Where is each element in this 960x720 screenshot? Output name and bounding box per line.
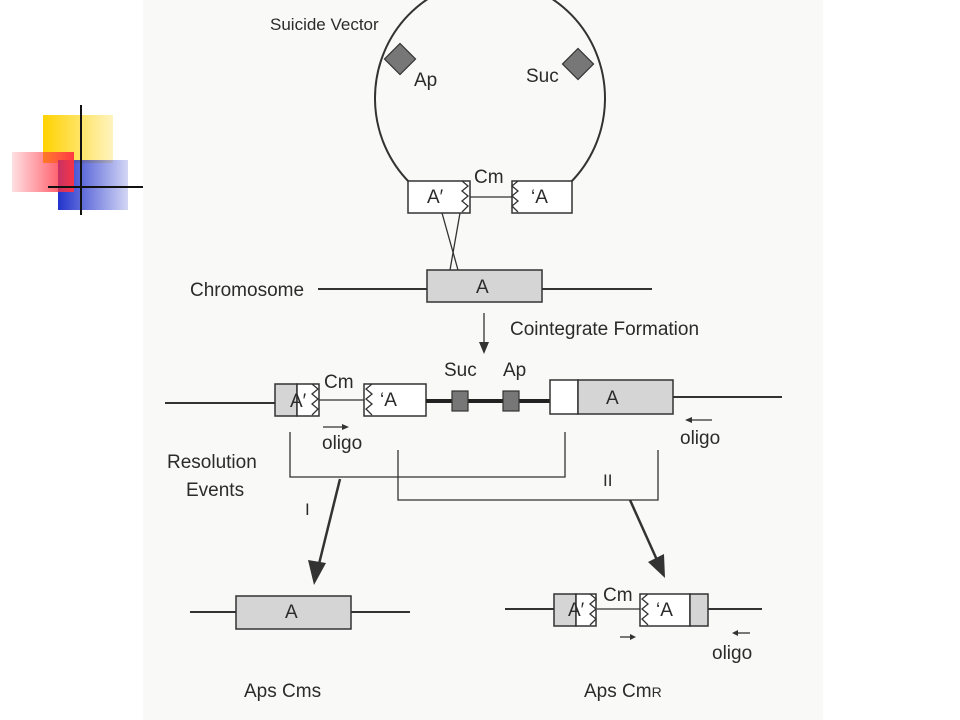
oligo-arrowhead-left-result (732, 630, 738, 636)
arrow-event-two (628, 499, 659, 561)
cointegrate-formation-label: Cointegrate Formation (510, 319, 699, 340)
ap-label-cointegrate: Ap (503, 360, 526, 381)
result-two-phenotype-sub: R (652, 684, 662, 700)
crossover-line-1 (441, 212, 459, 271)
prime-a-label-cointegrate: ‘A (380, 390, 397, 411)
zigzag-left-result (588, 593, 598, 626)
a-label-cointegrate: A (606, 388, 619, 409)
cm-label-result: Cm (603, 585, 633, 606)
suc-marker-cointegrate (451, 390, 469, 412)
a-prime-label-result: A′ (568, 600, 585, 621)
zigzag-left-cointegrate (310, 383, 320, 416)
arrowhead-event-one (308, 560, 326, 585)
deco-red-square (12, 152, 74, 192)
junction-box-cointegrate (549, 379, 579, 415)
a-prime-white-part-result (575, 593, 597, 627)
a-prime-label-plasmid: A′ (427, 187, 444, 208)
ap-label-plasmid: Ap (414, 70, 437, 91)
a-gene-chromosome (426, 269, 543, 303)
prime-a-label-result: ‘A (656, 600, 673, 621)
zigzag-left-plasmid (460, 180, 470, 213)
result-one-phenotype: Aps Cms (244, 681, 321, 702)
oligo-arrowhead-right (342, 424, 349, 430)
resolution-label: Resolution (167, 452, 257, 473)
cm-label-plasmid: Cm (474, 167, 504, 188)
zigzag-right-cointegrate (364, 383, 374, 416)
cm-label-cointegrate: Cm (324, 372, 354, 393)
result-two-phenotype-main: Aps Cm (584, 681, 652, 702)
zigzag-right-result (640, 593, 650, 626)
a-tail-result (689, 593, 709, 627)
prime-a-box-result (639, 593, 691, 627)
ap-marker-plasmid (383, 42, 417, 76)
oligo-label-right: oligo (680, 428, 720, 449)
event-one-label: I (305, 500, 310, 519)
chromosome-label: Chromosome (190, 280, 304, 301)
prime-a-label-plasmid: ‘A (531, 187, 548, 208)
oligo-label-result: oligo (712, 643, 752, 664)
bracket-event-one (289, 432, 566, 478)
suicide-vector-label: Suicide Vector (270, 15, 379, 34)
oligo-arrowhead-right-result (630, 634, 636, 640)
plasmid-circle (374, 0, 606, 184)
a-gene-cointegrate (577, 379, 674, 415)
cointegrate-arrowhead (479, 342, 489, 354)
result-two-phenotype: Aps CmR (584, 681, 662, 702)
arrowhead-event-two (648, 554, 665, 578)
oligo-label-left: oligo (322, 433, 362, 454)
a-prime-label-cointegrate: A′ (290, 391, 307, 412)
event-two-label: II (603, 471, 612, 490)
bracket-event-two (397, 450, 659, 501)
crossover-line-2 (449, 212, 461, 271)
ap-marker-cointegrate (502, 390, 520, 412)
suc-label-plasmid: Suc (526, 66, 559, 87)
a-prime-box-plasmid (407, 180, 471, 214)
suc-marker-plasmid (561, 47, 595, 81)
prime-a-box-plasmid (511, 180, 573, 214)
suc-label-cointegrate: Suc (444, 360, 477, 381)
a-label-result-one: A (285, 602, 298, 623)
zigzag-right-plasmid (510, 180, 520, 213)
arrow-event-one (316, 478, 342, 569)
oligo-arrowhead-left (685, 417, 692, 423)
a-label-chromosome: A (476, 277, 489, 298)
events-label: Events (186, 480, 244, 501)
